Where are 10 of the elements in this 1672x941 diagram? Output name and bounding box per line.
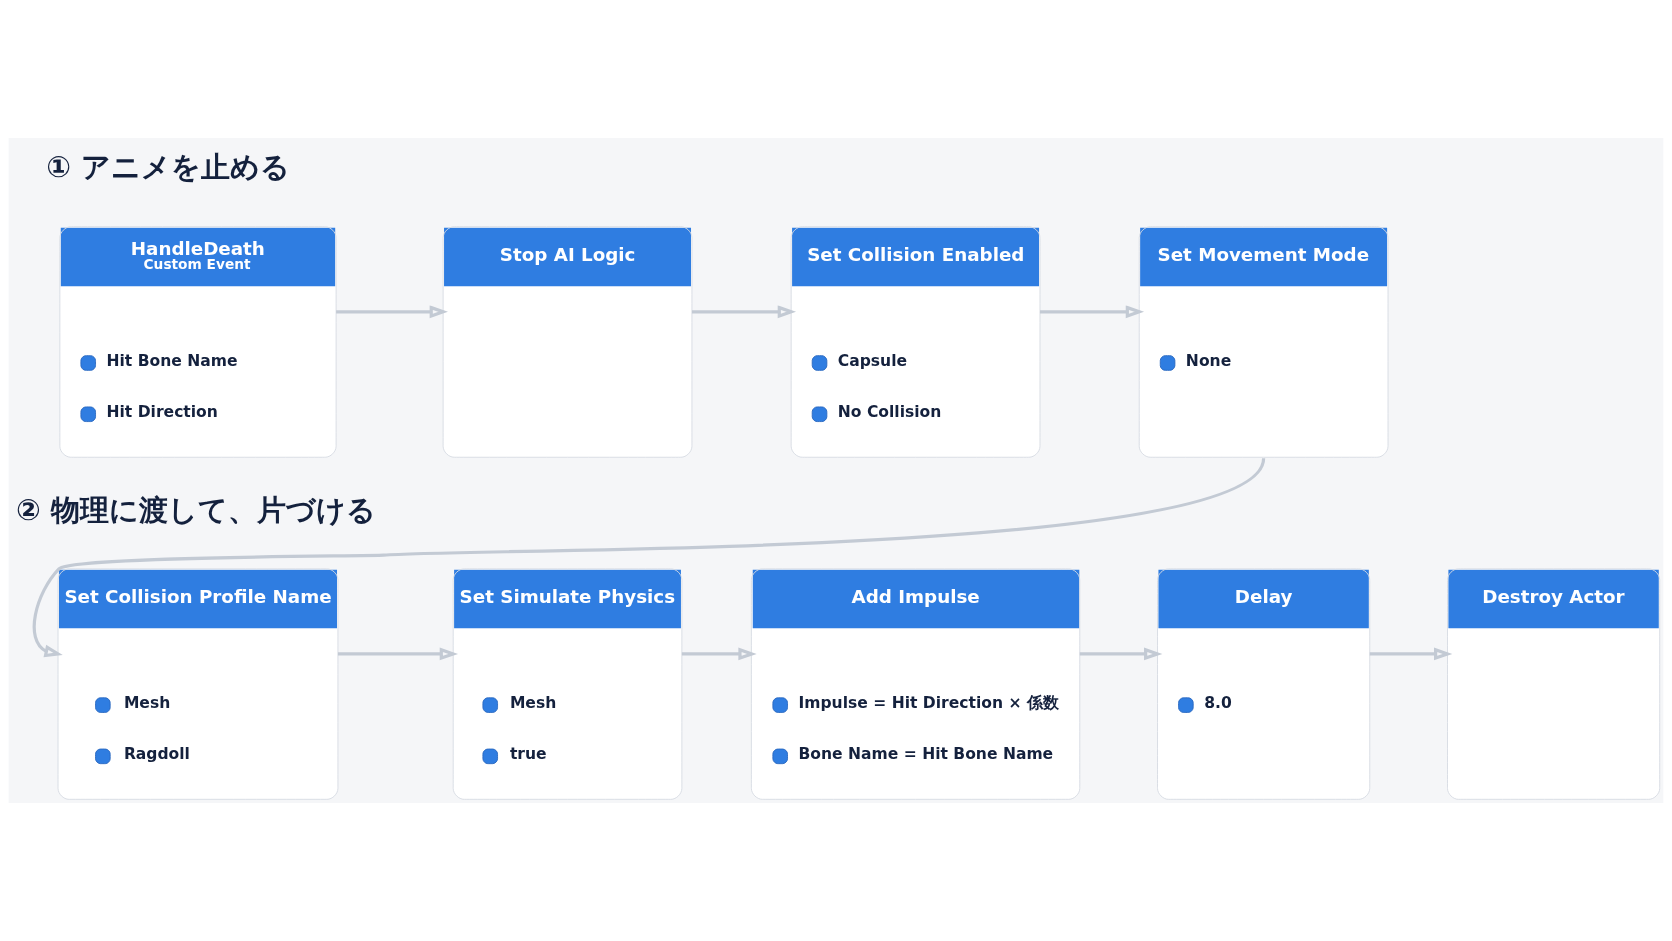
arrow [336, 305, 448, 319]
arrow [32, 457, 1265, 658]
arrow [1369, 647, 1453, 661]
arrow [337, 647, 459, 661]
arrow [1079, 647, 1163, 661]
label: ② 物理に渡して、片づける [15, 492, 376, 527]
arrow [691, 305, 796, 319]
arrow [681, 647, 757, 661]
label: ① アニメを止める [46, 150, 291, 185]
arrow [1040, 305, 1145, 319]
